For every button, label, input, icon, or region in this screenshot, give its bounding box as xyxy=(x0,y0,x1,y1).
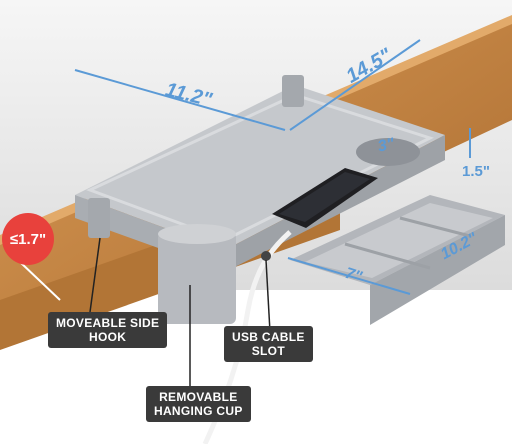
callout-removable-hanging-cup: REMOVABLE HANGING CUP xyxy=(146,386,251,422)
callout-cup-line1: REMOVABLE xyxy=(159,390,238,404)
dimension-cup-hole-label: 3" xyxy=(376,135,396,156)
cup-hole xyxy=(356,138,420,166)
dim-line-depth xyxy=(289,39,421,131)
side-hook-left xyxy=(88,198,110,238)
dim-line-width xyxy=(74,69,286,131)
dim-line-drawer-width xyxy=(287,257,411,295)
hanging-cup xyxy=(158,232,236,324)
pointer-hook xyxy=(89,237,101,313)
callout-cup-line2: HANGING CUP xyxy=(154,404,243,418)
gap-badge: ≤1.7" xyxy=(2,213,54,265)
tray-rim xyxy=(86,93,434,242)
usb-slot xyxy=(261,251,271,261)
callout-usb-line2: SLOT xyxy=(251,344,285,358)
dim-line-gap xyxy=(19,261,61,301)
side-hook-right xyxy=(282,75,304,107)
drawer-inner xyxy=(305,203,493,278)
pointer-usb xyxy=(265,259,271,333)
gap-badge-label: ≤1.7" xyxy=(9,230,47,248)
callout-hook-line1: MOVEABLE SIDE xyxy=(56,316,160,330)
drawer-front xyxy=(370,215,505,325)
callout-usb-cable-slot: USB CABLE SLOT xyxy=(224,326,313,362)
drawer-divider xyxy=(344,242,431,270)
hanging-cup-rim xyxy=(158,224,236,244)
callout-hook-line2: HOOK xyxy=(89,330,127,344)
drawer-divider xyxy=(399,216,471,238)
callout-moveable-side-hook: MOVEABLE SIDE HOOK xyxy=(48,312,168,348)
phone-screen xyxy=(279,172,370,222)
callout-usb-line1: USB CABLE xyxy=(232,330,305,344)
dimension-height-label: 1.5" xyxy=(462,163,490,180)
tray-top-surface xyxy=(75,85,445,250)
